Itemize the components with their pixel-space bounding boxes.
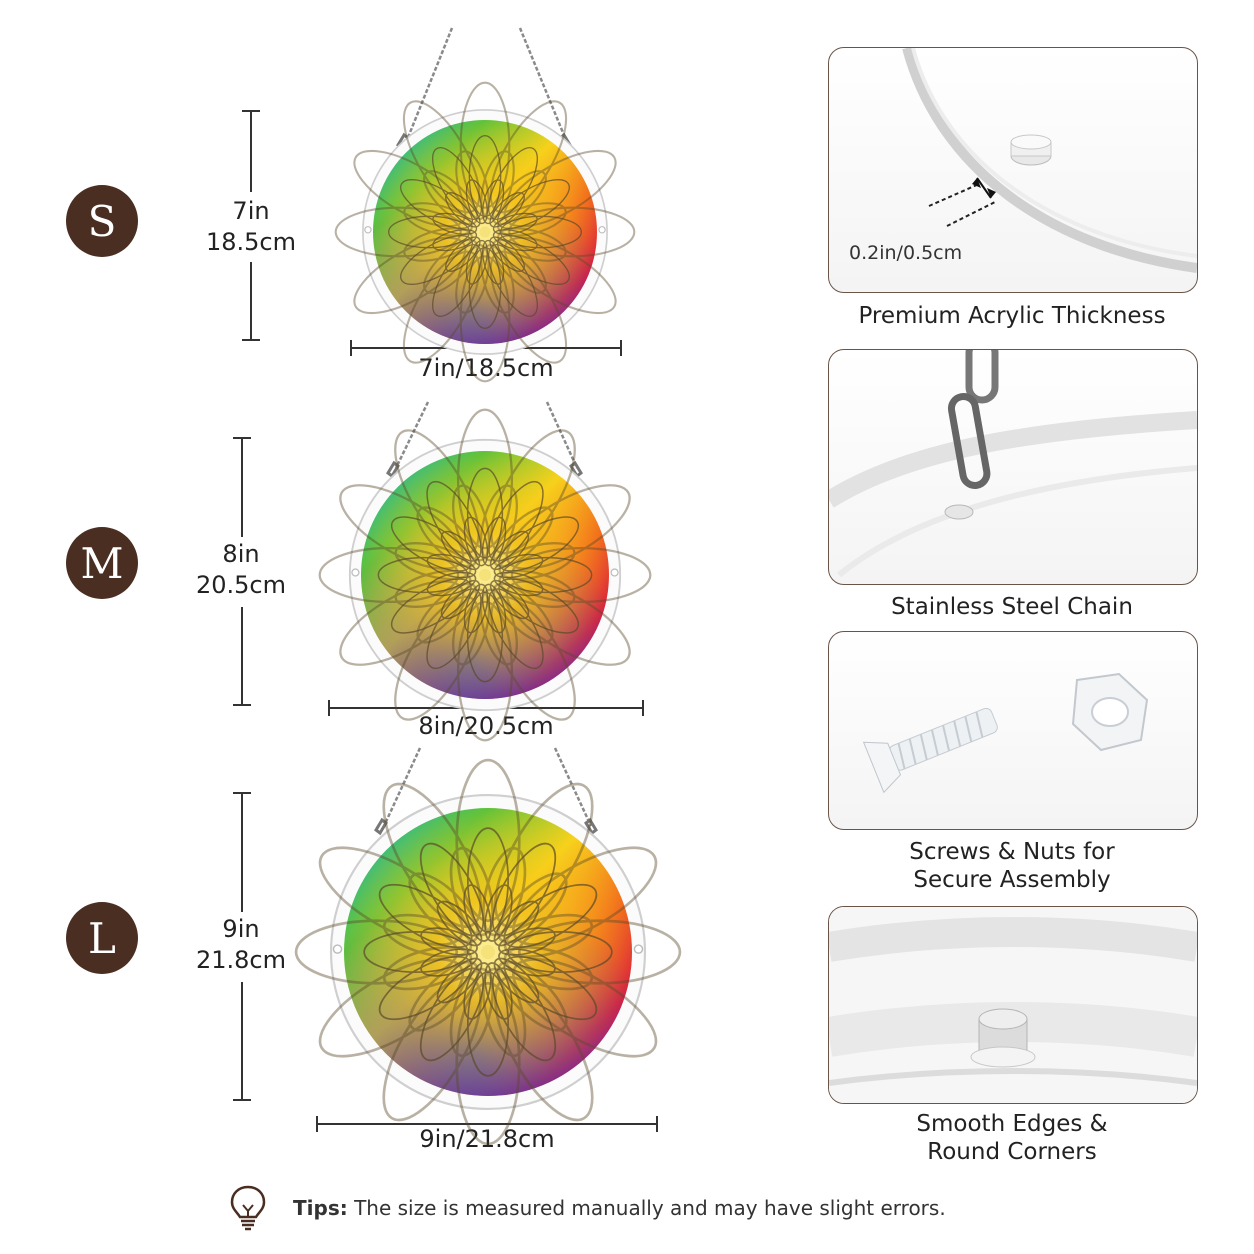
- width-dim-cap: [656, 1116, 658, 1132]
- width-dim-cap: [642, 700, 644, 716]
- width-dim-label-l: 9in/21.8cm: [419, 1125, 555, 1153]
- thickness-callout: 0.2in/0.5cm: [849, 242, 963, 264]
- height-dim-label-s: 7in 18.5cm: [190, 196, 312, 258]
- disc-large: [296, 760, 680, 1144]
- caption-line: Round Corners: [927, 1139, 1097, 1165]
- feature-panel-edges: [828, 906, 1198, 1104]
- height-cm: 21.8cm: [195, 946, 286, 974]
- tips-label: Tips:: [293, 1196, 348, 1220]
- size-badge-s: S: [66, 185, 138, 257]
- feature-panel-chain: [828, 349, 1198, 585]
- tips-text: Tips: The size is measured manually and …: [293, 1196, 946, 1220]
- height-dim-label-l: 9in 21.8cm: [180, 914, 302, 976]
- edge-illustration: [829, 907, 1197, 1103]
- lightbulb-icon: [230, 1185, 266, 1231]
- caption-line: Smooth Edges &: [916, 1111, 1108, 1137]
- width-dim-line: [316, 1123, 658, 1125]
- height-in: 9in: [222, 915, 260, 943]
- height-cm: 20.5cm: [195, 571, 286, 599]
- height-dim-cap: [233, 1099, 251, 1101]
- height-dim-line: [241, 607, 243, 705]
- height-dim-label-m: 8in 20.5cm: [180, 539, 302, 601]
- size-badge-m: M: [66, 527, 138, 599]
- height-dim-cap: [242, 339, 260, 341]
- nut-icon: [1071, 672, 1149, 752]
- height-cm: 18.5cm: [205, 228, 296, 256]
- feature-panel-thickness: 0.2in/0.5cm: [828, 47, 1198, 293]
- caption-line: Premium Acrylic Thickness: [858, 303, 1166, 329]
- height-dim-line: [241, 982, 243, 1100]
- width-dim-label-m: 8in/20.5cm: [418, 712, 554, 740]
- disc-small: [336, 83, 635, 382]
- height-dim-line: [241, 437, 243, 537]
- height-in: 7in: [232, 197, 270, 225]
- feature-caption-screws: Screws & Nuts for Secure Assembly: [828, 838, 1196, 894]
- height-dim-cap: [233, 704, 251, 706]
- feature-panel-screws: [828, 631, 1198, 830]
- height-in: 8in: [222, 540, 260, 568]
- feature-caption-edges: Smooth Edges & Round Corners: [828, 1110, 1196, 1166]
- feature-caption-thickness: Premium Acrylic Thickness: [828, 302, 1196, 330]
- caption-line: Screws & Nuts for: [909, 839, 1115, 865]
- height-dim-line: [250, 262, 252, 340]
- width-dim-label-s: 7in/18.5cm: [418, 354, 554, 382]
- disc-medium: [320, 410, 651, 741]
- screw-nut-illustration: [862, 672, 1149, 794]
- height-dim-line: [241, 792, 243, 912]
- caption-line: Secure Assembly: [913, 867, 1111, 893]
- screw-icon: [862, 707, 998, 794]
- width-dim-cap: [620, 340, 622, 356]
- feature-caption-chain: Stainless Steel Chain: [828, 593, 1196, 621]
- caption-line: Stainless Steel Chain: [891, 594, 1133, 620]
- height-dim-line: [250, 110, 252, 192]
- tips-message: The size is measured manually and may ha…: [354, 1196, 946, 1220]
- acrylic-edge-illustration: [902, 48, 1197, 273]
- chain-illustration: [829, 350, 1197, 578]
- size-badge-l: L: [66, 902, 138, 974]
